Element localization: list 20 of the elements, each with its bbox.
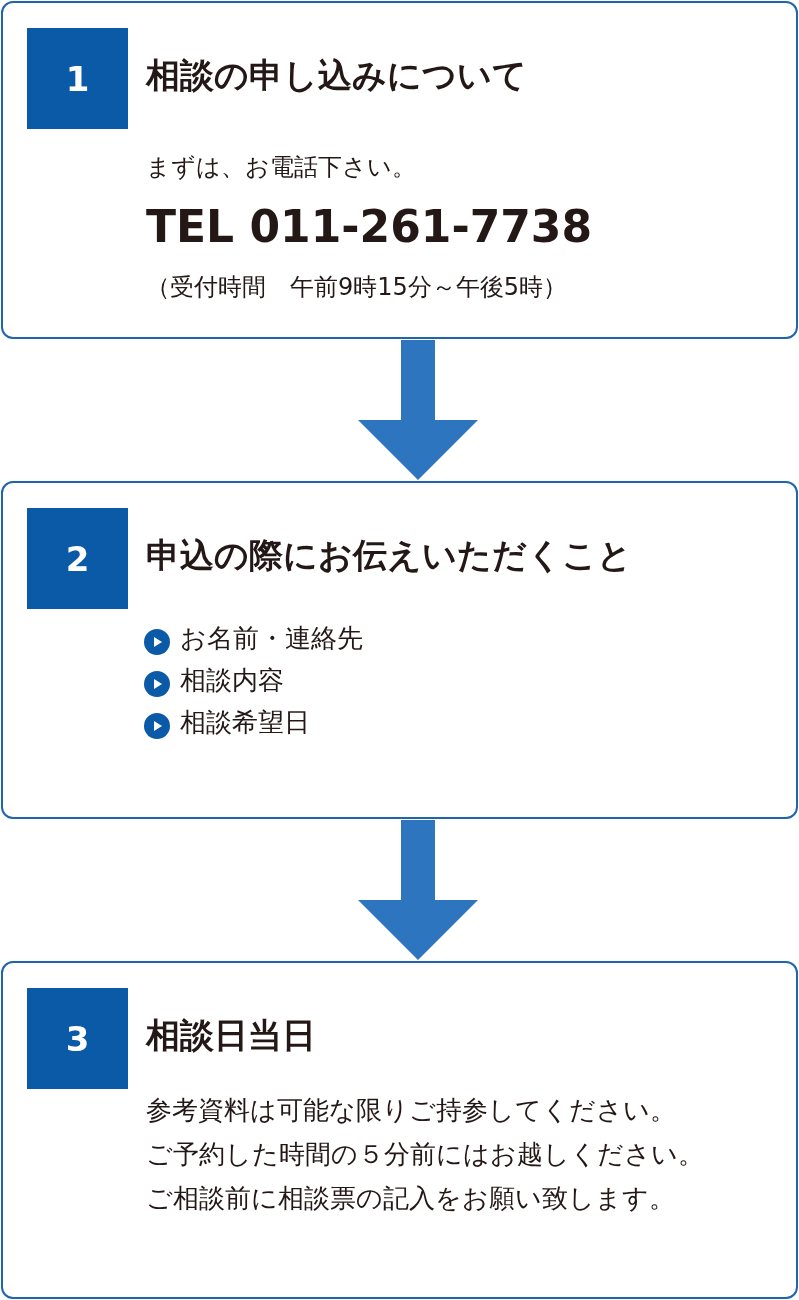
step-box [1,1,798,339]
number-badge: 1 [27,28,128,129]
instruction-text: まずは、お電話下さい。 [146,152,416,183]
phone-number: TEL 011-261-7738 [146,201,593,252]
step-heading: 申込の際にお伝えいただくこと [146,534,632,577]
list-item: お名前・連絡先 [180,622,363,655]
arrow [358,820,478,960]
step-heading: 相談の申し込みについて [146,54,527,97]
note-text: ご予約した時間の５分前にはお越しください。 [146,1138,704,1171]
list-item: 相談内容 [180,664,284,697]
hours-note: （受付時間 午前9時15分～午後5時） [146,272,568,303]
step-box [1,961,798,1299]
list-item: 相談希望日 [180,706,310,739]
note-text: ご相談前に相談票の記入をお願い致します。 [146,1182,675,1215]
arrow [358,340,478,480]
number-badge: 2 [27,508,128,609]
step-box [1,481,798,819]
number-badge: 3 [27,988,128,1089]
step-heading: 相談日当日 [146,1014,316,1057]
note-text: 参考資料は可能な限りご持参してください。 [146,1094,676,1127]
